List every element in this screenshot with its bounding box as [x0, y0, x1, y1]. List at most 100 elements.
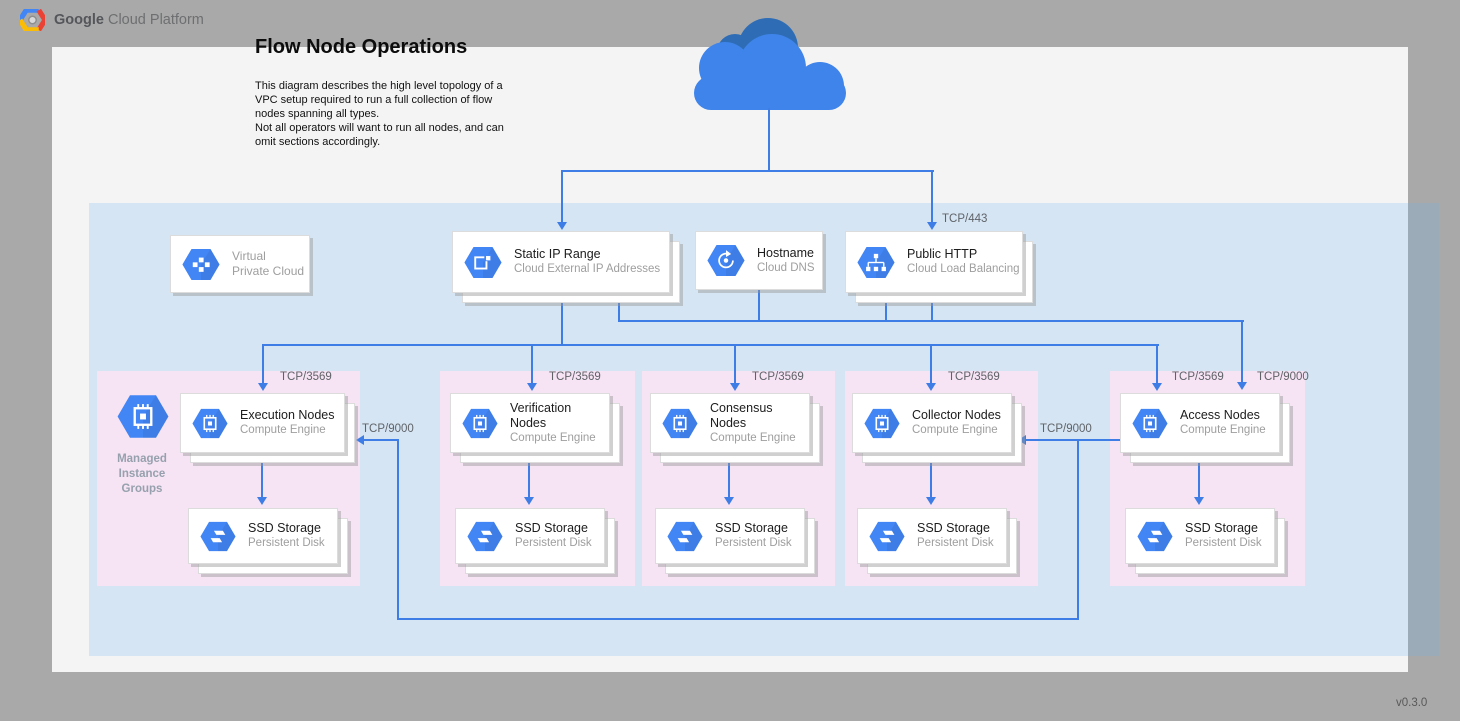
managed-instance-groups-label: Managed Instance Groups — [94, 452, 190, 497]
verification-title: Verification Nodes — [510, 401, 609, 431]
port-label-execution: TCP/3569 — [280, 371, 332, 383]
connector-drop-collector — [930, 344, 932, 383]
persistent-disk-icon — [1137, 521, 1173, 552]
arrow-access-ssd — [1194, 497, 1204, 505]
connector-drop-consensus — [734, 344, 736, 383]
port-label-tcp9000-access: TCP/9000 — [1257, 371, 1309, 383]
connector-distribution-bus — [262, 344, 1159, 346]
port-label-collector: TCP/3569 — [948, 371, 1000, 383]
arrow-into-verification — [527, 383, 537, 391]
port-label-tcp9000-collector: TCP/9000 — [1040, 423, 1092, 435]
connector-drop-verification — [531, 344, 533, 383]
execution-ssd-title: SSD Storage — [248, 521, 325, 536]
consensus-subtitle: Compute Engine — [710, 431, 809, 446]
card-verification-ssd: SSD Storage Persistent Disk — [455, 508, 605, 564]
static-ip-subtitle: Cloud External IP Addresses — [514, 262, 660, 277]
port-label-tcp9000-execution: TCP/9000 — [362, 423, 414, 435]
load-balancer-icon — [857, 246, 895, 279]
page-description: This diagram describes the high level to… — [255, 79, 541, 149]
connector-tcp9000-access — [1241, 320, 1243, 382]
gcp-logo-icon — [20, 9, 45, 31]
connector-tcp9000-up — [397, 439, 399, 620]
compute-engine-icon — [462, 408, 498, 439]
brand-cloud-platform: Cloud Platform — [108, 12, 204, 28]
connector-top-split — [561, 170, 934, 172]
card-execution-ssd: SSD Storage Persistent Disk — [188, 508, 338, 564]
cloud-dns-icon — [707, 244, 745, 277]
public-http-subtitle: Cloud Load Balancing — [907, 262, 1020, 277]
access-title: Access Nodes — [1180, 408, 1266, 423]
persistent-disk-icon — [869, 521, 905, 552]
port-label-tcp443: TCP/443 — [942, 213, 987, 225]
verification-ssd-subtitle: Persistent Disk — [515, 536, 592, 551]
brand-text: Google Cloud Platform — [54, 12, 204, 28]
card-public-http: Public HTTP Cloud Load Balancing — [845, 231, 1023, 293]
card-access-nodes: Access Nodes Compute Engine — [1120, 393, 1280, 453]
collector-title: Collector Nodes — [912, 408, 1001, 423]
card-static-ip: Static IP Range Cloud External IP Addres… — [452, 231, 670, 293]
collector-ssd-title: SSD Storage — [917, 521, 994, 536]
consensus-ssd-title: SSD Storage — [715, 521, 792, 536]
compute-engine-icon — [192, 408, 228, 439]
page-title: Flow Node Operations — [255, 36, 467, 59]
consensus-ssd-subtitle: Persistent Disk — [715, 536, 792, 551]
arrow-into-access — [1152, 383, 1162, 391]
persistent-disk-icon — [467, 521, 503, 552]
connector-cloud-stem — [768, 108, 770, 172]
arrow-verification-ssd — [524, 497, 534, 505]
vpc-icon — [182, 248, 220, 281]
connector-drop-execution — [262, 344, 264, 383]
compute-engine-icon — [864, 408, 900, 439]
vpc-title-line1: Virtual — [232, 249, 304, 264]
arrow-into-collector — [926, 383, 936, 391]
port-label-verification: TCP/3569 — [549, 371, 601, 383]
card-consensus-ssd: SSD Storage Persistent Disk — [655, 508, 805, 564]
hostname-title: Hostname — [757, 246, 815, 261]
verification-ssd-title: SSD Storage — [515, 521, 592, 536]
card-hostname: Hostname Cloud DNS — [695, 231, 823, 290]
connector-drop-access — [1156, 344, 1158, 383]
arrow-into-consensus — [730, 383, 740, 391]
public-http-title: Public HTTP — [907, 247, 1020, 262]
execution-ssd-subtitle: Persistent Disk — [248, 536, 325, 551]
connector-up-public-http — [885, 303, 887, 321]
persistent-disk-icon — [667, 521, 703, 552]
access-ssd-title: SSD Storage — [1185, 521, 1262, 536]
card-collector-ssd: SSD Storage Persistent Disk — [857, 508, 1007, 564]
verification-subtitle: Compute Engine — [510, 431, 609, 446]
connector-to-execution-side — [364, 439, 399, 441]
hostname-subtitle: Cloud DNS — [757, 261, 815, 276]
managed-instance-group-icon — [117, 394, 169, 439]
port-label-access: TCP/3569 — [1172, 371, 1224, 383]
arrow-into-public-http — [927, 222, 937, 230]
external-ip-icon — [464, 246, 502, 279]
connector-tcp9000-down — [1077, 439, 1079, 620]
arrow-tcp9000-into-access — [1237, 382, 1247, 390]
arrow-execution-ssd — [257, 497, 267, 505]
port-label-consensus: TCP/3569 — [752, 371, 804, 383]
connector-access-to-collector — [1026, 439, 1120, 441]
collector-subtitle: Compute Engine — [912, 423, 1001, 438]
static-ip-title: Static IP Range — [514, 247, 660, 262]
connector-tcp9000-bottom — [397, 618, 1079, 620]
arrow-collector-ssd — [926, 497, 936, 505]
execution-subtitle: Compute Engine — [240, 423, 335, 438]
card-consensus-nodes: Consensus Nodes Compute Engine — [650, 393, 810, 453]
vpc-title-line2: Private Cloud — [232, 264, 304, 279]
arrow-tcp9000-into-execution — [356, 435, 364, 445]
arrow-into-static-ip — [557, 222, 567, 230]
access-subtitle: Compute Engine — [1180, 423, 1266, 438]
compute-engine-icon — [662, 408, 698, 439]
access-ssd-subtitle: Persistent Disk — [1185, 536, 1262, 551]
compute-engine-icon — [1132, 408, 1168, 439]
arrow-into-execution — [258, 383, 268, 391]
card-execution-nodes: Execution Nodes Compute Engine — [180, 393, 345, 453]
arrow-consensus-ssd — [724, 497, 734, 505]
connector-hostname-stem — [758, 290, 760, 321]
collector-ssd-subtitle: Persistent Disk — [917, 536, 994, 551]
gcp-brand: Google Cloud Platform — [20, 9, 204, 31]
connector-up-static-ip — [618, 303, 620, 321]
card-access-ssd: SSD Storage Persistent Disk — [1125, 508, 1275, 564]
card-verification-nodes: Verification Nodes Compute Engine — [450, 393, 610, 453]
